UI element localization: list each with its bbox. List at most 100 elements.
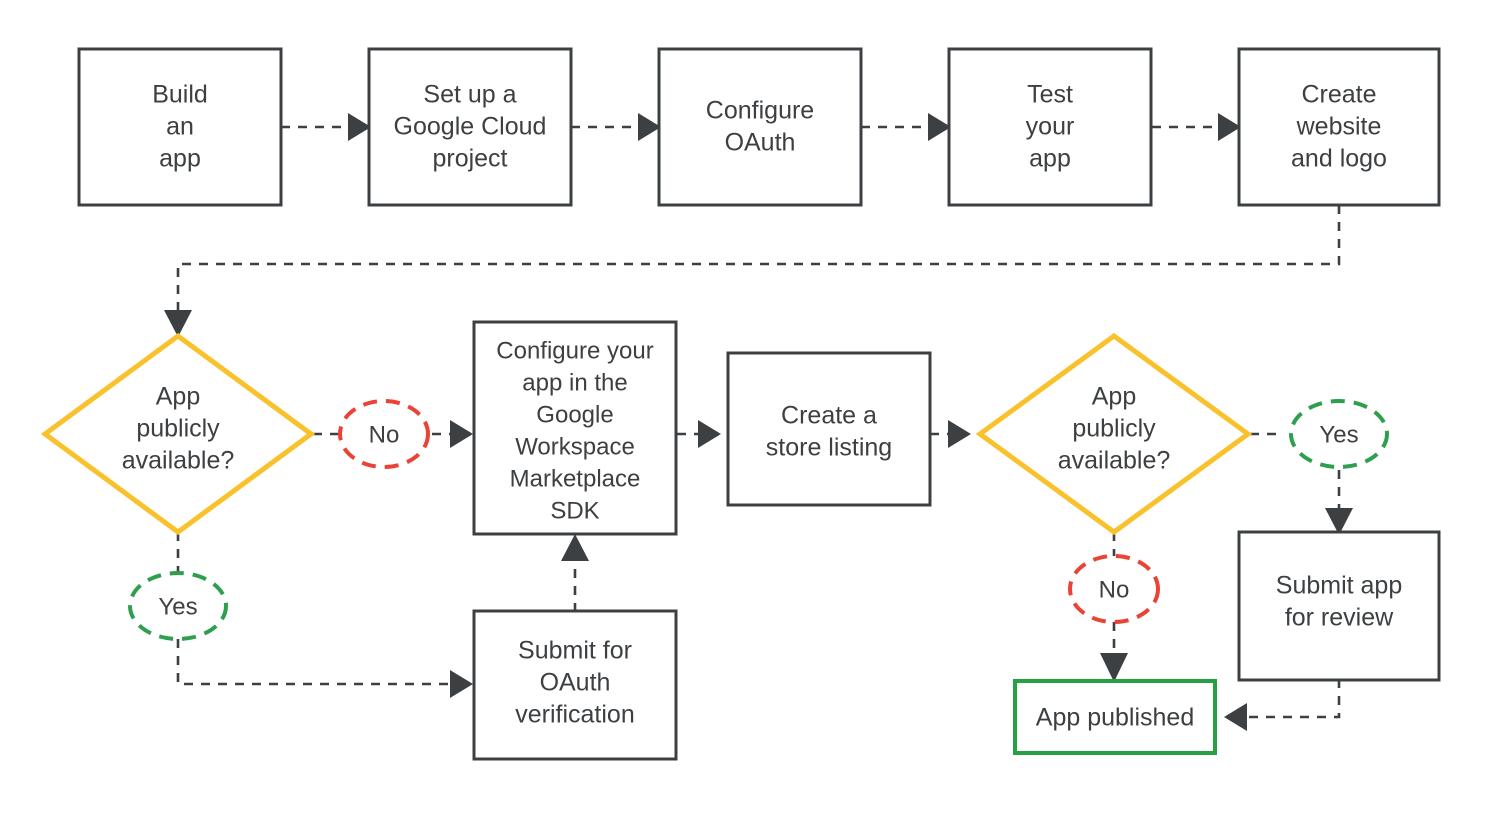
edge-label-text: Yes bbox=[158, 593, 197, 620]
arrowhead-icon bbox=[450, 420, 473, 448]
edge-label-no-left: No bbox=[338, 399, 430, 469]
edge-test-to-website bbox=[1152, 113, 1241, 141]
node-label-line6: SDK bbox=[550, 497, 599, 524]
node-configure-oauth[interactable]: Configure OAuth bbox=[657, 47, 863, 207]
arrowhead-icon bbox=[348, 113, 371, 141]
node-label-line3: verification bbox=[515, 701, 635, 729]
node-shape bbox=[975, 332, 1253, 536]
node-shape bbox=[40, 332, 316, 536]
label-ellipse-shape bbox=[1068, 554, 1160, 624]
edge-label-yes-right: Yes bbox=[1289, 399, 1389, 469]
node-label-line3: project bbox=[432, 145, 507, 173]
arrowhead-icon bbox=[1218, 113, 1241, 141]
node-label-line2: app in the bbox=[522, 369, 627, 396]
arrowhead-icon bbox=[928, 113, 951, 141]
node-label-line1: Submit for bbox=[518, 637, 632, 665]
node-label-line1: App published bbox=[1036, 704, 1194, 732]
arrowhead-icon bbox=[450, 670, 473, 698]
edge-label-no-right: No bbox=[1068, 554, 1160, 624]
node-shape bbox=[77, 47, 283, 207]
node-label-line3: app bbox=[1029, 145, 1071, 173]
edge-submit-review-to-published bbox=[1224, 679, 1341, 731]
edge-oauth-to-test bbox=[861, 113, 951, 141]
edge-line bbox=[1245, 679, 1341, 719]
arrowhead-icon bbox=[1325, 508, 1353, 535]
node-test-your-app[interactable]: Test your app bbox=[947, 47, 1153, 207]
node-shape bbox=[367, 47, 573, 207]
node-decision-app-publicly-available-left[interactable]: App publicly available? bbox=[40, 332, 316, 536]
node-shape bbox=[726, 351, 932, 507]
node-shape bbox=[1237, 530, 1441, 682]
node-submit-for-oauth-verification[interactable]: Submit for OAuth verification bbox=[472, 609, 678, 761]
node-app-published[interactable]: App published bbox=[1013, 679, 1217, 755]
node-decision-app-publicly-available-right[interactable]: App publicly available? bbox=[975, 332, 1253, 536]
node-label-line2: website bbox=[1296, 113, 1382, 141]
arrowhead-icon bbox=[698, 420, 721, 448]
arrowhead-icon bbox=[561, 534, 589, 561]
edge-decision-right-no bbox=[1100, 532, 1128, 682]
node-create-a-store-listing[interactable]: Create a store listing bbox=[726, 351, 932, 507]
node-label-line3: app bbox=[159, 145, 201, 173]
node-label-line3: available? bbox=[1058, 447, 1171, 475]
node-label-line2: your bbox=[1026, 113, 1075, 141]
label-ellipse-shape bbox=[338, 399, 430, 469]
node-shape bbox=[472, 609, 678, 761]
edge-line bbox=[176, 639, 452, 686]
node-label-line1: Set up a bbox=[423, 81, 516, 109]
node-set-up-google-cloud-project[interactable]: Set up a Google Cloud project bbox=[367, 47, 573, 207]
node-label-line2: publicly bbox=[136, 415, 220, 443]
node-label-line5: Marketplace bbox=[510, 465, 641, 492]
arrowhead-icon bbox=[948, 420, 971, 448]
node-shape bbox=[1013, 679, 1217, 755]
node-label-line2: OAuth bbox=[540, 669, 611, 697]
arrowhead-icon bbox=[1100, 653, 1128, 682]
label-ellipse-shape bbox=[128, 571, 228, 641]
node-shape bbox=[657, 47, 863, 207]
node-label-line2: OAuth bbox=[725, 129, 796, 157]
node-label-line1: Test bbox=[1027, 81, 1073, 109]
edge-project-to-oauth bbox=[571, 113, 661, 141]
edge-decision-left-no bbox=[313, 420, 473, 448]
node-label-line2: publicly bbox=[1072, 415, 1156, 443]
node-label-line4: Workspace bbox=[515, 433, 635, 460]
node-create-website-and-logo[interactable]: Create website and logo bbox=[1237, 47, 1441, 207]
edge-label-text: Yes bbox=[1319, 421, 1358, 448]
node-label-line1: Submit app bbox=[1276, 572, 1402, 600]
arrowhead-icon bbox=[638, 113, 661, 141]
edge-oauth-verification-to-sdk bbox=[561, 534, 589, 612]
edge-website-to-decision-left bbox=[164, 205, 1341, 337]
node-label-line2: an bbox=[166, 113, 194, 141]
node-label-line3: available? bbox=[122, 447, 235, 475]
edge-decision-left-yes bbox=[176, 532, 473, 698]
node-label-line3: Google bbox=[536, 401, 613, 428]
node-configure-app-marketplace-sdk[interactable]: Configure your app in the Google Workspa… bbox=[472, 320, 678, 536]
node-label-line1: Configure your bbox=[496, 337, 653, 364]
node-label-line1: Create a bbox=[781, 402, 877, 430]
edge-decision-right-yes bbox=[1250, 432, 1353, 535]
node-label-line1: App bbox=[1092, 383, 1136, 411]
edge-line bbox=[176, 205, 1341, 312]
arrowhead-icon bbox=[164, 310, 192, 337]
edge-label-text: No bbox=[1099, 576, 1130, 603]
node-label-line1: Build bbox=[152, 81, 208, 109]
node-label-line1: Create bbox=[1301, 81, 1376, 109]
node-label-line2: store listing bbox=[766, 434, 892, 462]
node-shape bbox=[947, 47, 1153, 207]
node-build-an-app[interactable]: Build an app bbox=[77, 47, 283, 207]
node-label-line1: Configure bbox=[706, 97, 814, 125]
node-label-line3: and logo bbox=[1291, 145, 1387, 173]
edge-store-listing-to-decision-right bbox=[930, 420, 971, 448]
edge-sdk-to-store-listing bbox=[677, 420, 721, 448]
node-label-line2: for review bbox=[1285, 604, 1394, 632]
node-label-line1: App bbox=[156, 383, 200, 411]
node-shape bbox=[472, 320, 678, 536]
node-shape bbox=[1237, 47, 1441, 207]
node-submit-app-for-review[interactable]: Submit app for review bbox=[1237, 530, 1441, 682]
label-ellipse-shape bbox=[1289, 399, 1389, 469]
arrowhead-icon bbox=[1224, 703, 1247, 731]
edge-build-to-project bbox=[281, 113, 371, 141]
edge-label-text: No bbox=[369, 421, 400, 448]
node-label-line2: Google Cloud bbox=[394, 113, 547, 141]
